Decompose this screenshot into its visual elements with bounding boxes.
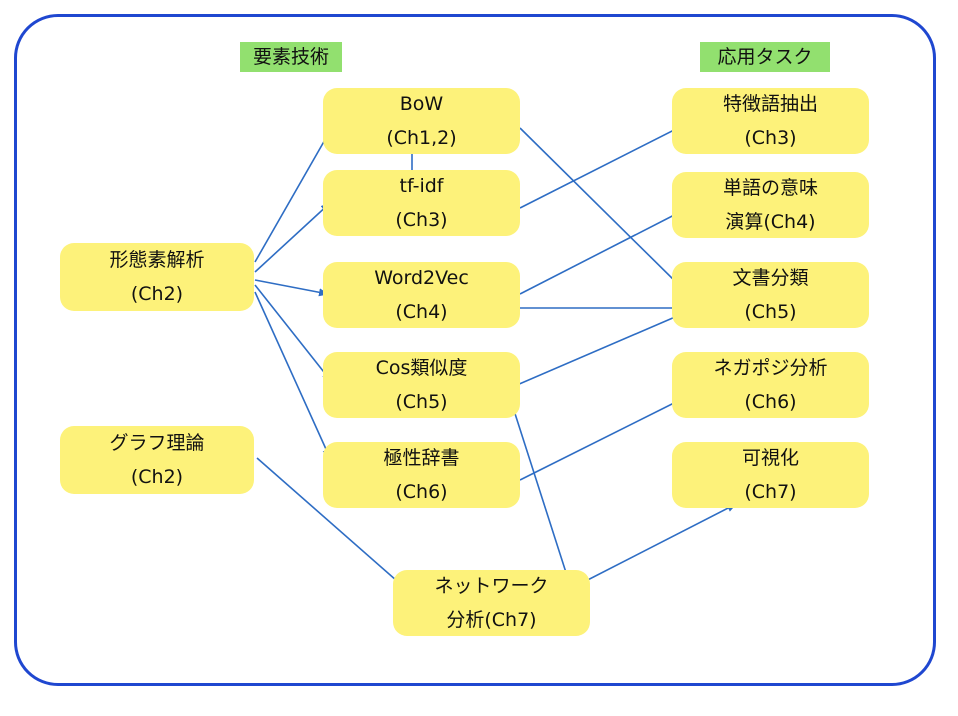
node-kashika: 可視化 (Ch7) — [672, 442, 869, 508]
node-bunsho: 文書分類 (Ch5) — [672, 262, 869, 328]
node-polarity-chapter: (Ch6) — [395, 481, 448, 503]
label-elements: 要素技術 — [240, 42, 342, 72]
node-tokucho-chapter: (Ch3) — [744, 127, 797, 149]
node-kashika-title: 可視化 — [741, 447, 799, 469]
node-keitaiso: 形態素解析 (Ch2) — [60, 243, 254, 311]
node-word2vec-chapter: (Ch4) — [395, 301, 448, 323]
node-word2vec: Word2Vec (Ch4) — [323, 262, 520, 328]
node-cos: Cos類似度 (Ch5) — [323, 352, 520, 418]
diagram-frame — [14, 14, 936, 686]
node-polarity-title: 極性辞書 — [383, 447, 460, 469]
node-network-chapter: 分析(Ch7) — [446, 609, 537, 631]
node-graph-chapter: (Ch2) — [130, 466, 184, 488]
node-tokucho-title: 特徴語抽出 — [722, 93, 818, 115]
node-tango-chapter: 演算(Ch4) — [725, 211, 816, 233]
node-tokucho: 特徴語抽出 (Ch3) — [672, 88, 869, 154]
node-keitaiso-chapter: (Ch2) — [130, 283, 184, 305]
node-bow: BoW (Ch1,2) — [323, 88, 520, 154]
node-bow-title: BoW — [399, 93, 444, 115]
node-bow-chapter: (Ch1,2) — [386, 127, 457, 149]
node-keitaiso-title: 形態素解析 — [109, 249, 205, 271]
node-cos-title: Cos類似度 — [375, 357, 468, 379]
node-bunsho-chapter: (Ch5) — [744, 301, 797, 323]
node-tfidf-chapter: (Ch3) — [395, 209, 448, 231]
node-negapoji-title: ネガポジ分析 — [713, 357, 828, 379]
node-graph: グラフ理論 (Ch2) — [60, 426, 254, 494]
node-negapoji: ネガポジ分析 (Ch6) — [672, 352, 869, 418]
node-tfidf-title: tf-idf — [399, 175, 444, 197]
node-bunsho-title: 文書分類 — [732, 267, 809, 289]
node-cos-chapter: (Ch5) — [395, 391, 448, 413]
node-network-title: ネットワーク — [434, 575, 549, 597]
node-tfidf: tf-idf (Ch3) — [323, 170, 520, 236]
node-polarity: 極性辞書 (Ch6) — [323, 442, 520, 508]
node-negapoji-chapter: (Ch6) — [744, 391, 797, 413]
node-kashika-chapter: (Ch7) — [744, 481, 797, 503]
node-graph-title: グラフ理論 — [109, 432, 205, 454]
node-tango-title: 単語の意味 — [722, 177, 818, 199]
node-tango: 単語の意味 演算(Ch4) — [672, 172, 869, 238]
node-word2vec-title: Word2Vec — [374, 267, 469, 289]
label-applications: 応用タスク — [700, 42, 830, 72]
node-network: ネットワーク 分析(Ch7) — [393, 570, 590, 636]
